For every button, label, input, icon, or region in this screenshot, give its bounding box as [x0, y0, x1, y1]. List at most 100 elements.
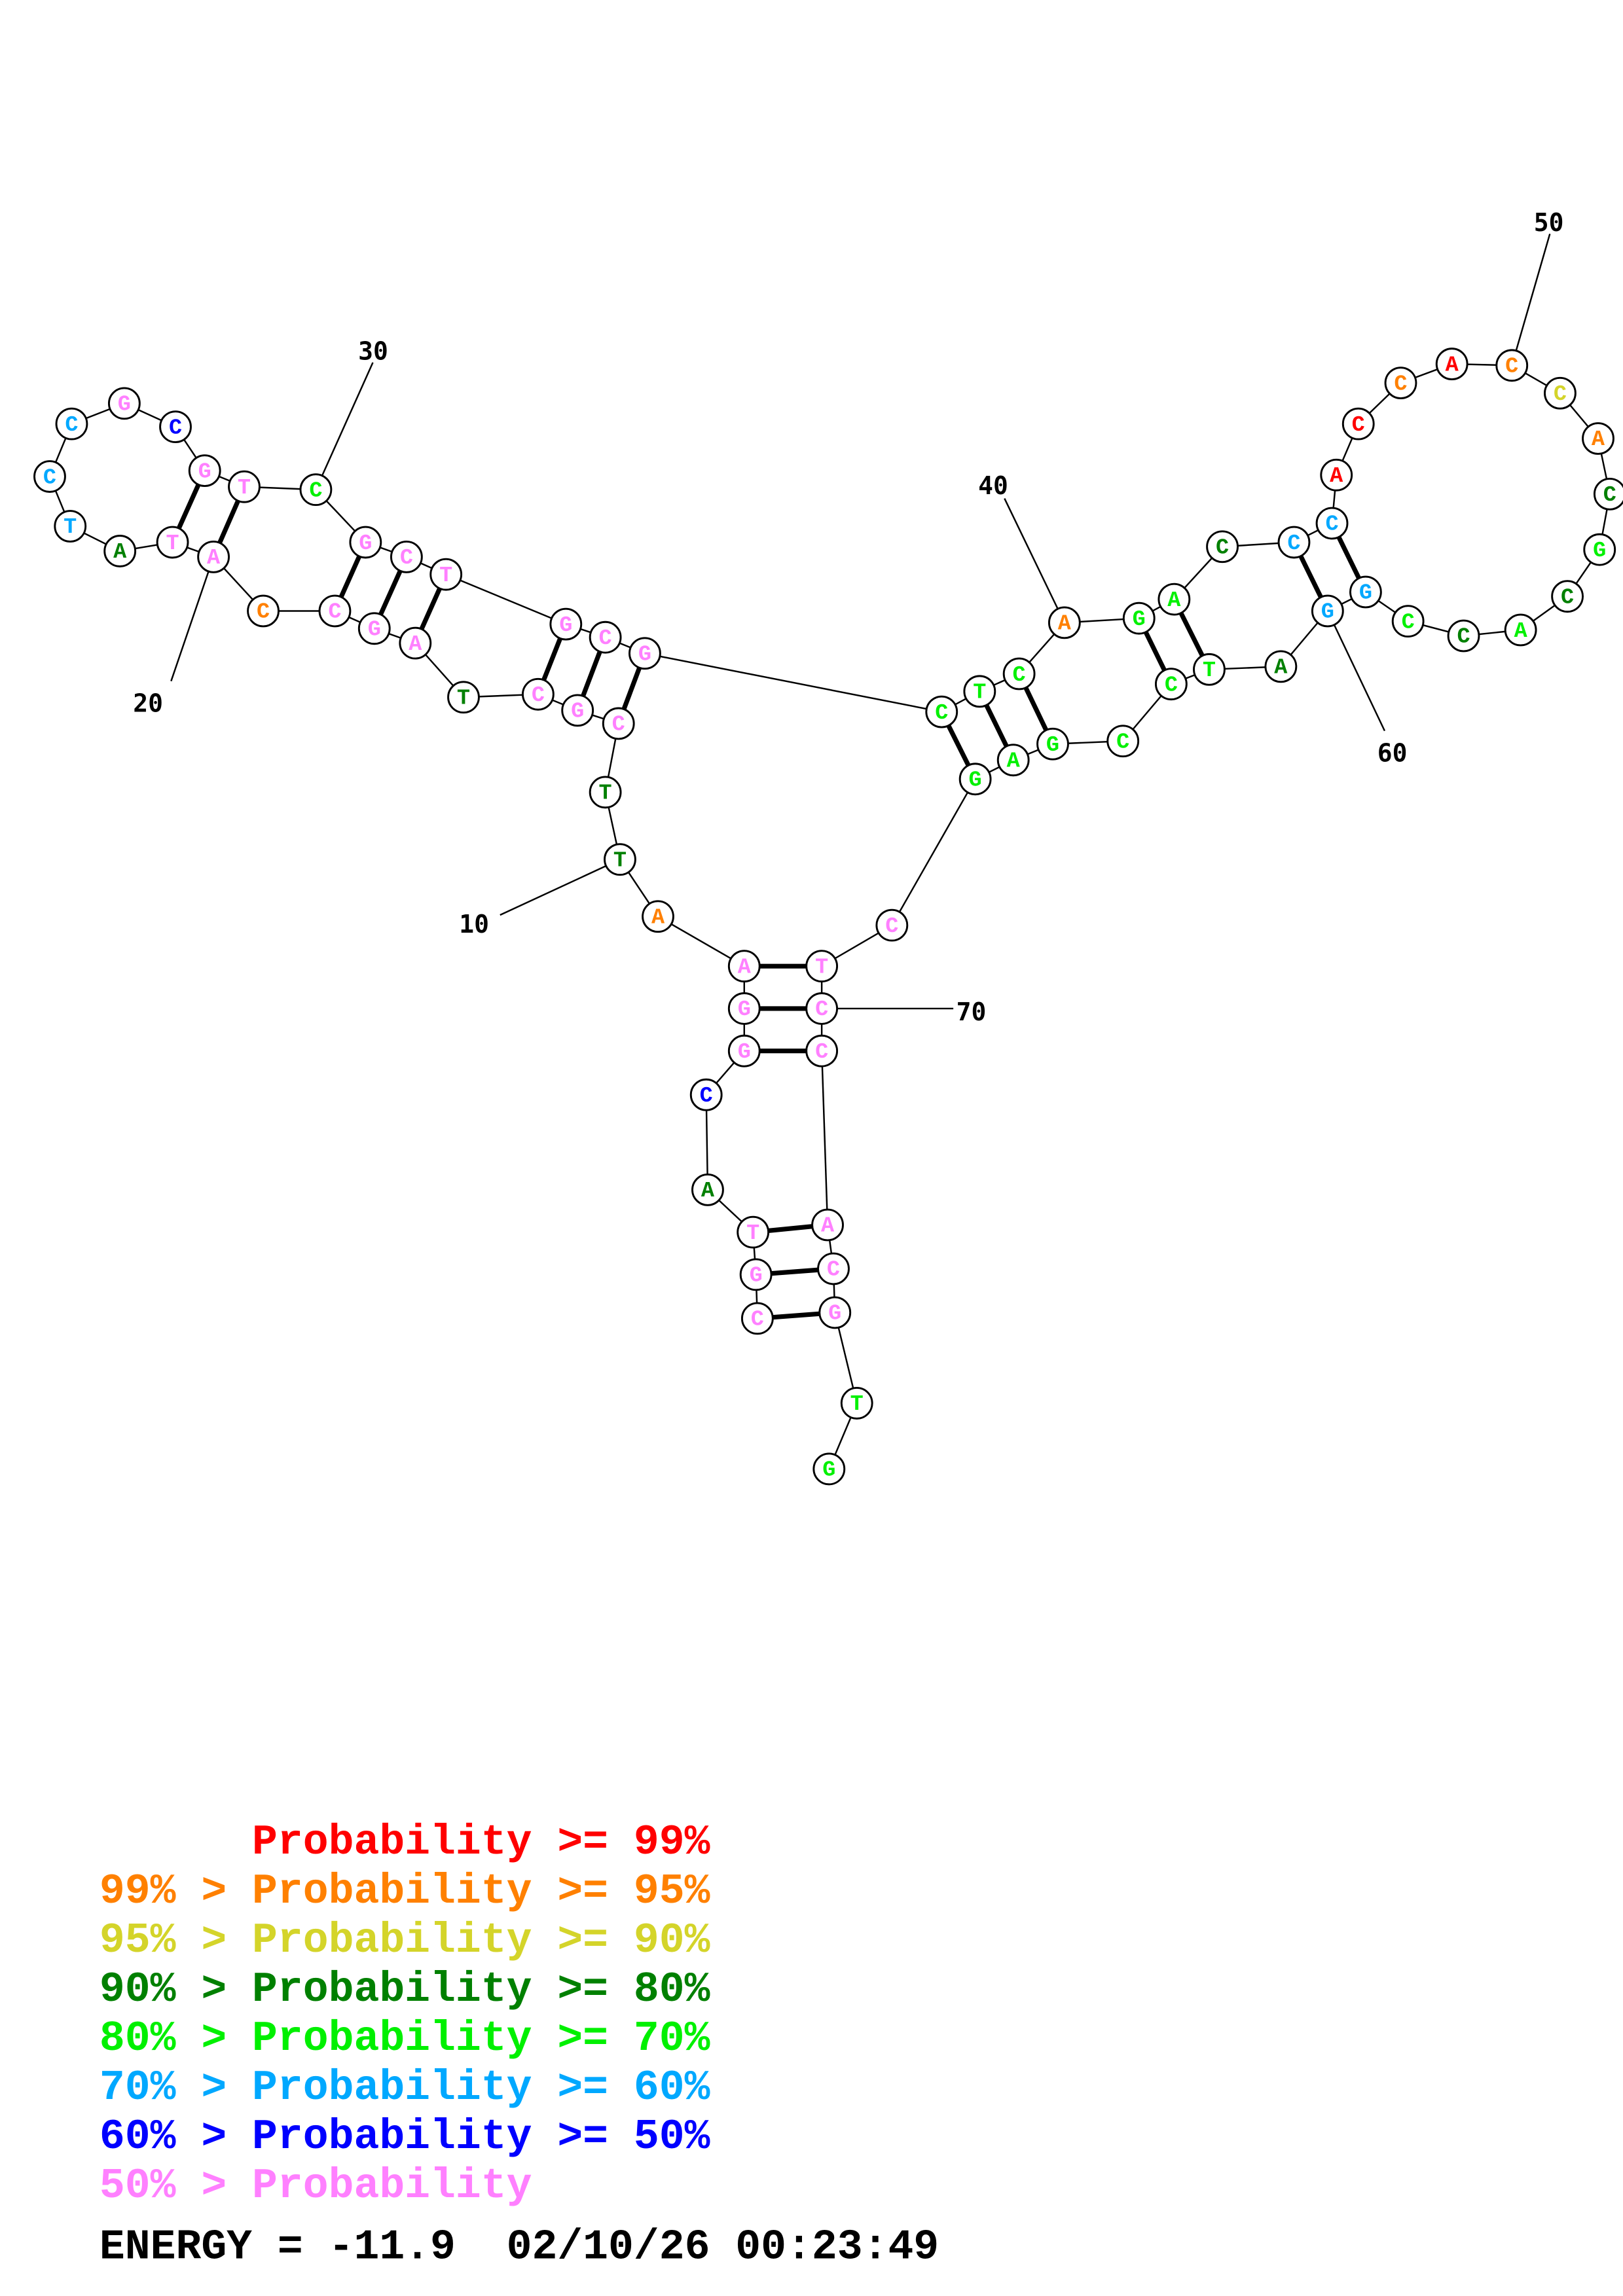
nucleotide-circle — [156, 526, 189, 559]
nucleotide: T — [447, 681, 480, 714]
nucleotide-base: A — [1007, 749, 1021, 774]
nucleotide-circle — [247, 594, 280, 628]
nucleotide-base: C — [65, 413, 78, 438]
nucleotide-base: A — [701, 1179, 715, 1204]
nucleotide: A — [811, 1208, 844, 1242]
nucleotide: A — [642, 900, 674, 933]
nucleotide-base: G — [359, 531, 372, 556]
nucleotide-circle — [840, 1387, 873, 1420]
nucleotide-base: A — [1592, 427, 1605, 452]
nucleotide-base: C — [815, 1040, 828, 1065]
nucleotide: G — [1122, 601, 1156, 635]
nucleotide-base: A — [409, 632, 422, 657]
nucleotide-circle — [589, 620, 622, 654]
nucleotide-circle — [1154, 668, 1188, 701]
nucleotide-circle — [963, 675, 996, 708]
nucleotide-circle — [1158, 583, 1191, 616]
nucleotide: C — [390, 540, 423, 573]
nucleotide-circle — [1435, 348, 1468, 380]
nucleotide-circle — [727, 992, 761, 1025]
nucleotide: A — [1264, 650, 1298, 683]
nucleotide: T — [429, 558, 463, 591]
nucleotide: T — [156, 526, 189, 559]
nucleotide-base: C — [1554, 382, 1567, 407]
nucleotide: C — [1544, 376, 1577, 410]
nucleotide-base: T — [973, 681, 986, 706]
nucleotide-circle — [727, 1034, 761, 1067]
nucleotide-base: G — [638, 642, 651, 667]
nucleotide-circle — [629, 637, 661, 670]
nucleotide-circle — [689, 1078, 723, 1111]
backbone-link — [657, 916, 745, 967]
legend-entry: 95% > Probability >= 90% — [100, 1917, 710, 1965]
nucleotide-base: C — [1402, 610, 1415, 635]
position-label: 20 — [133, 689, 163, 718]
nucleotide-circle — [727, 950, 761, 983]
nucleotide-circle — [429, 558, 463, 591]
backbone-link — [445, 573, 566, 625]
nucleotide-circle — [1391, 605, 1425, 638]
nucleotide-circle — [818, 1296, 852, 1329]
nucleotide-base: C — [700, 1084, 713, 1109]
legend-entry: 50% > Probability — [100, 2162, 532, 2210]
nucleotide: G — [561, 694, 594, 727]
backbone-link — [644, 653, 942, 713]
nucleotide-base: T — [1203, 658, 1216, 683]
nucleotide-base: G — [1133, 607, 1146, 632]
nucleotide-circle — [1315, 507, 1349, 540]
nucleotide-base: C — [751, 1308, 764, 1333]
position-tick — [1511, 233, 1551, 366]
nucleotide-base: C — [1216, 535, 1229, 560]
nucleotide-circle — [1002, 657, 1036, 691]
nucleotide-base: C — [532, 683, 545, 708]
nucleotide: C — [521, 677, 555, 711]
nucleotide: G — [812, 1452, 846, 1486]
legend-entry: Probability >= 99% — [100, 1819, 710, 1867]
nucleotide: C — [589, 620, 622, 654]
nucleotide-base: C — [612, 713, 625, 738]
position-label: 50 — [1534, 208, 1564, 237]
nucleotide-base: A — [207, 546, 221, 571]
nucleotide: G — [1349, 575, 1382, 609]
nucleotide-circle — [107, 387, 141, 420]
nucleotide-circle — [1593, 477, 1623, 511]
nucleotide-circle — [55, 407, 88, 440]
nucleotide-circle — [691, 1173, 724, 1206]
nucleotide-circle — [875, 908, 909, 942]
nucleotide-base: T — [439, 564, 452, 588]
nucleotide-circle — [740, 1302, 774, 1335]
nucleotide: C — [1384, 367, 1417, 400]
nucleotide: C — [875, 908, 909, 942]
nucleotide-base: A — [1514, 619, 1528, 644]
nucleotide-circle — [447, 681, 480, 714]
nucleotide-circle — [805, 992, 839, 1025]
nucleotide: C — [247, 594, 280, 628]
nucleotide: A — [1048, 606, 1081, 639]
nucleotide-circle — [1495, 349, 1529, 382]
nucleotide-base: G — [738, 1040, 751, 1065]
position-tick — [1004, 498, 1065, 623]
legend-entry: 99% > Probability >= 95% — [100, 1868, 710, 1916]
nucleotide-circle — [812, 1452, 846, 1486]
energy-timestamp: ENERGY = -11.9 02/10/26 00:23:49 — [100, 2223, 939, 2271]
nucleotide: T — [840, 1387, 873, 1420]
nucleotide: G — [727, 992, 761, 1025]
nucleotide-base: G — [1359, 581, 1372, 606]
nucleotide: C — [33, 460, 66, 493]
nucleotide-circle — [1551, 580, 1584, 613]
nucleotide: T — [228, 470, 261, 503]
nucleotide-base: T — [238, 476, 251, 501]
nucleotide: T — [963, 675, 996, 708]
nucleotide: A — [996, 744, 1030, 777]
nucleotide-circle — [737, 1215, 770, 1249]
nucleotide-circle — [549, 607, 583, 641]
nucleotide-base: C — [1561, 585, 1574, 610]
nucleotide-circle — [390, 540, 423, 573]
nucleotide-base: C — [257, 600, 270, 625]
nucleotide-base: G — [368, 618, 381, 643]
nucleotide-circle — [1544, 376, 1577, 410]
nucleotide-base: G — [738, 997, 751, 1022]
nucleotide-base: C — [400, 546, 413, 571]
